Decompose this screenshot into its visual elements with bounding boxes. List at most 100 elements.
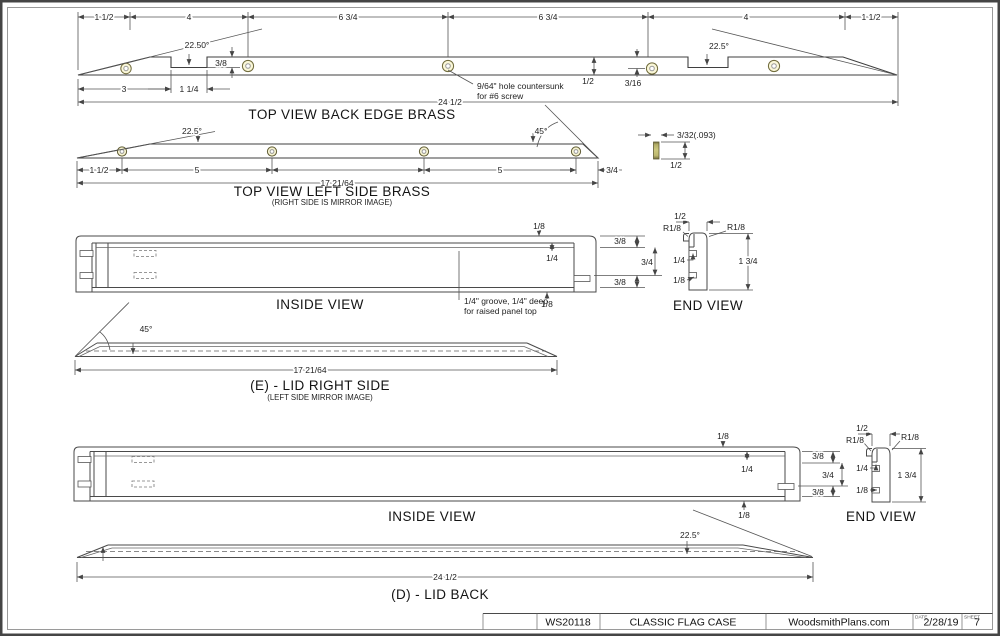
tenon-notch <box>77 480 92 488</box>
notch-depth-dim <box>207 47 240 78</box>
height-dim <box>709 233 753 291</box>
tenon-notch <box>79 250 94 257</box>
dim-label: 1/8 <box>673 275 685 285</box>
angle-label: 45° <box>535 126 548 136</box>
dim-label: 1/4 <box>546 253 558 263</box>
plan-title: CLASSIC FLAG CASE <box>630 617 737 629</box>
height-dim <box>892 448 926 503</box>
dim-label: 1/8 <box>856 485 868 495</box>
width-dim <box>858 431 904 446</box>
groove-note: 1/4" groove, 1/4" deep for raised panel … <box>458 251 548 316</box>
drawing-title: TOP VIEW LEFT SIDE BRASS <box>234 184 430 199</box>
drawing-lid-back: 22.5° 24 1/2 (D) - LID BACK <box>76 509 814 602</box>
dim-label: R1/8 <box>727 222 745 232</box>
drawing-title: TOP VIEW BACK EDGE BRASS <box>248 107 455 122</box>
note-text: for #6 screw <box>477 91 524 101</box>
drawing-inside-view-lid-side: 1/8 3/8 3/4 3/8 1/4 1/8 1/4" groove, 1/4… <box>75 219 662 316</box>
bottom-dimension-row <box>78 70 230 93</box>
dim-label: R1/8 <box>846 435 864 445</box>
dim-label: 1/2 <box>674 211 686 221</box>
brass-strip-back-edge <box>77 56 898 76</box>
dim-label: 24 1/2 <box>433 572 457 582</box>
overall-dim <box>74 360 558 375</box>
left-tenon-block <box>73 446 90 502</box>
title-block: WS20118 CLASSIC FLAG CASE WoodsmithPlans… <box>482 613 993 630</box>
right-stack-dims <box>798 451 848 497</box>
dim-label: 4 <box>187 12 192 22</box>
dim-label: 1/8 <box>541 299 553 309</box>
sheet-number: 7 <box>974 617 980 629</box>
dim-label: 3/4 <box>822 470 834 480</box>
dim-label: 1/2 <box>856 423 868 433</box>
dim-label: 17 21/64 <box>293 365 326 375</box>
note-text: for raised panel top <box>464 306 537 316</box>
screw-holes <box>120 59 781 75</box>
dim-label: 3 <box>122 84 127 94</box>
end-profile <box>871 447 891 503</box>
hidden-groove-slot <box>131 480 155 488</box>
dim-label: 1/2 <box>582 76 594 86</box>
website: WoodsmithPlans.com <box>788 617 890 629</box>
end-profile <box>688 232 708 291</box>
angle-label: 22.5° <box>709 41 729 51</box>
dim-label: 1/4 <box>673 255 685 265</box>
dim-label: 1/8 <box>738 510 750 520</box>
drawing-title: (E) - LID RIGHT SIDE <box>250 378 390 393</box>
right-end-cap <box>559 235 597 293</box>
dim-label: R1/8 <box>663 223 681 233</box>
dim-label: 3/8 <box>614 277 626 287</box>
dim-label: 1 1/4 <box>180 84 199 94</box>
tenon-notch <box>77 456 92 463</box>
right-stack-dims <box>594 235 662 288</box>
drawing-subtitle: (RIGHT SIDE IS MIRROR IMAGE) <box>272 198 393 207</box>
drawing-title: END VIEW <box>673 298 743 313</box>
cap-groove-notch <box>573 275 591 282</box>
dim-label: 5 <box>498 165 503 175</box>
dim-label: 5 <box>195 165 200 175</box>
width-dim <box>676 219 720 231</box>
dim-label: 3/32(.093) <box>677 130 716 140</box>
tenon-notch <box>79 272 94 279</box>
angle-annotation-left <box>76 126 216 159</box>
inner-page-border <box>7 7 993 630</box>
dim-label: 1/8 <box>533 221 545 231</box>
dim-label: 3/8 <box>812 451 824 461</box>
drawing-subtitle: (LEFT SIDE MIRROR IMAGE) <box>267 393 373 402</box>
angle-annotation-right <box>530 104 599 159</box>
brass-strip-left-side <box>76 143 600 159</box>
dim-label: 1 3/4 <box>898 470 917 480</box>
angle-annotation-right <box>704 28 898 76</box>
dim-label: 3/4 <box>606 165 618 175</box>
dim-label: 1 1/2 <box>90 165 109 175</box>
dim-label: 1 3/4 <box>739 256 758 266</box>
overall-dim <box>76 562 814 582</box>
dim-label: 17 21/64 <box>320 178 353 188</box>
dim-label: 3/8 <box>614 236 626 246</box>
angle-annotation <box>74 302 136 357</box>
top-dimension-row <box>77 12 899 106</box>
dimension-row <box>76 158 622 188</box>
right-end-cap <box>770 446 801 502</box>
dim-label: 1/4 <box>741 464 753 474</box>
dim-label: 3/4 <box>641 257 653 267</box>
dim-label: 1 1/2 <box>862 12 881 22</box>
dim-label: 3/8 <box>215 58 227 68</box>
drawing-top-view-back-edge-brass: 1 1/2 4 6 3/4 6 3/4 4 1 1/2 22.50° 22.5°… <box>77 10 899 122</box>
dim-label: 1/4 <box>856 463 868 473</box>
brass-profile-detail: 3/32(.093) 1/2 <box>638 130 716 172</box>
drawing-title: INSIDE VIEW <box>276 297 364 312</box>
dim-label: 3/16 <box>625 78 642 88</box>
dim-label: 4 <box>744 12 749 22</box>
dim-label: R1/8 <box>901 432 919 442</box>
angle-label: 22.5° <box>182 126 202 136</box>
angle-annotation <box>100 509 813 561</box>
hidden-groove-slot <box>133 272 157 279</box>
end-view-2: 1/2 R1/8 R1/8 1/4 1/8 1 3/4 END VIEW <box>844 421 926 524</box>
drawing-title: INSIDE VIEW <box>388 509 476 524</box>
dim-label: 1/2 <box>670 160 682 170</box>
angle-annotation-left <box>77 28 263 76</box>
angle-label: 22.5° <box>680 530 700 540</box>
left-tenon-block <box>75 235 92 293</box>
